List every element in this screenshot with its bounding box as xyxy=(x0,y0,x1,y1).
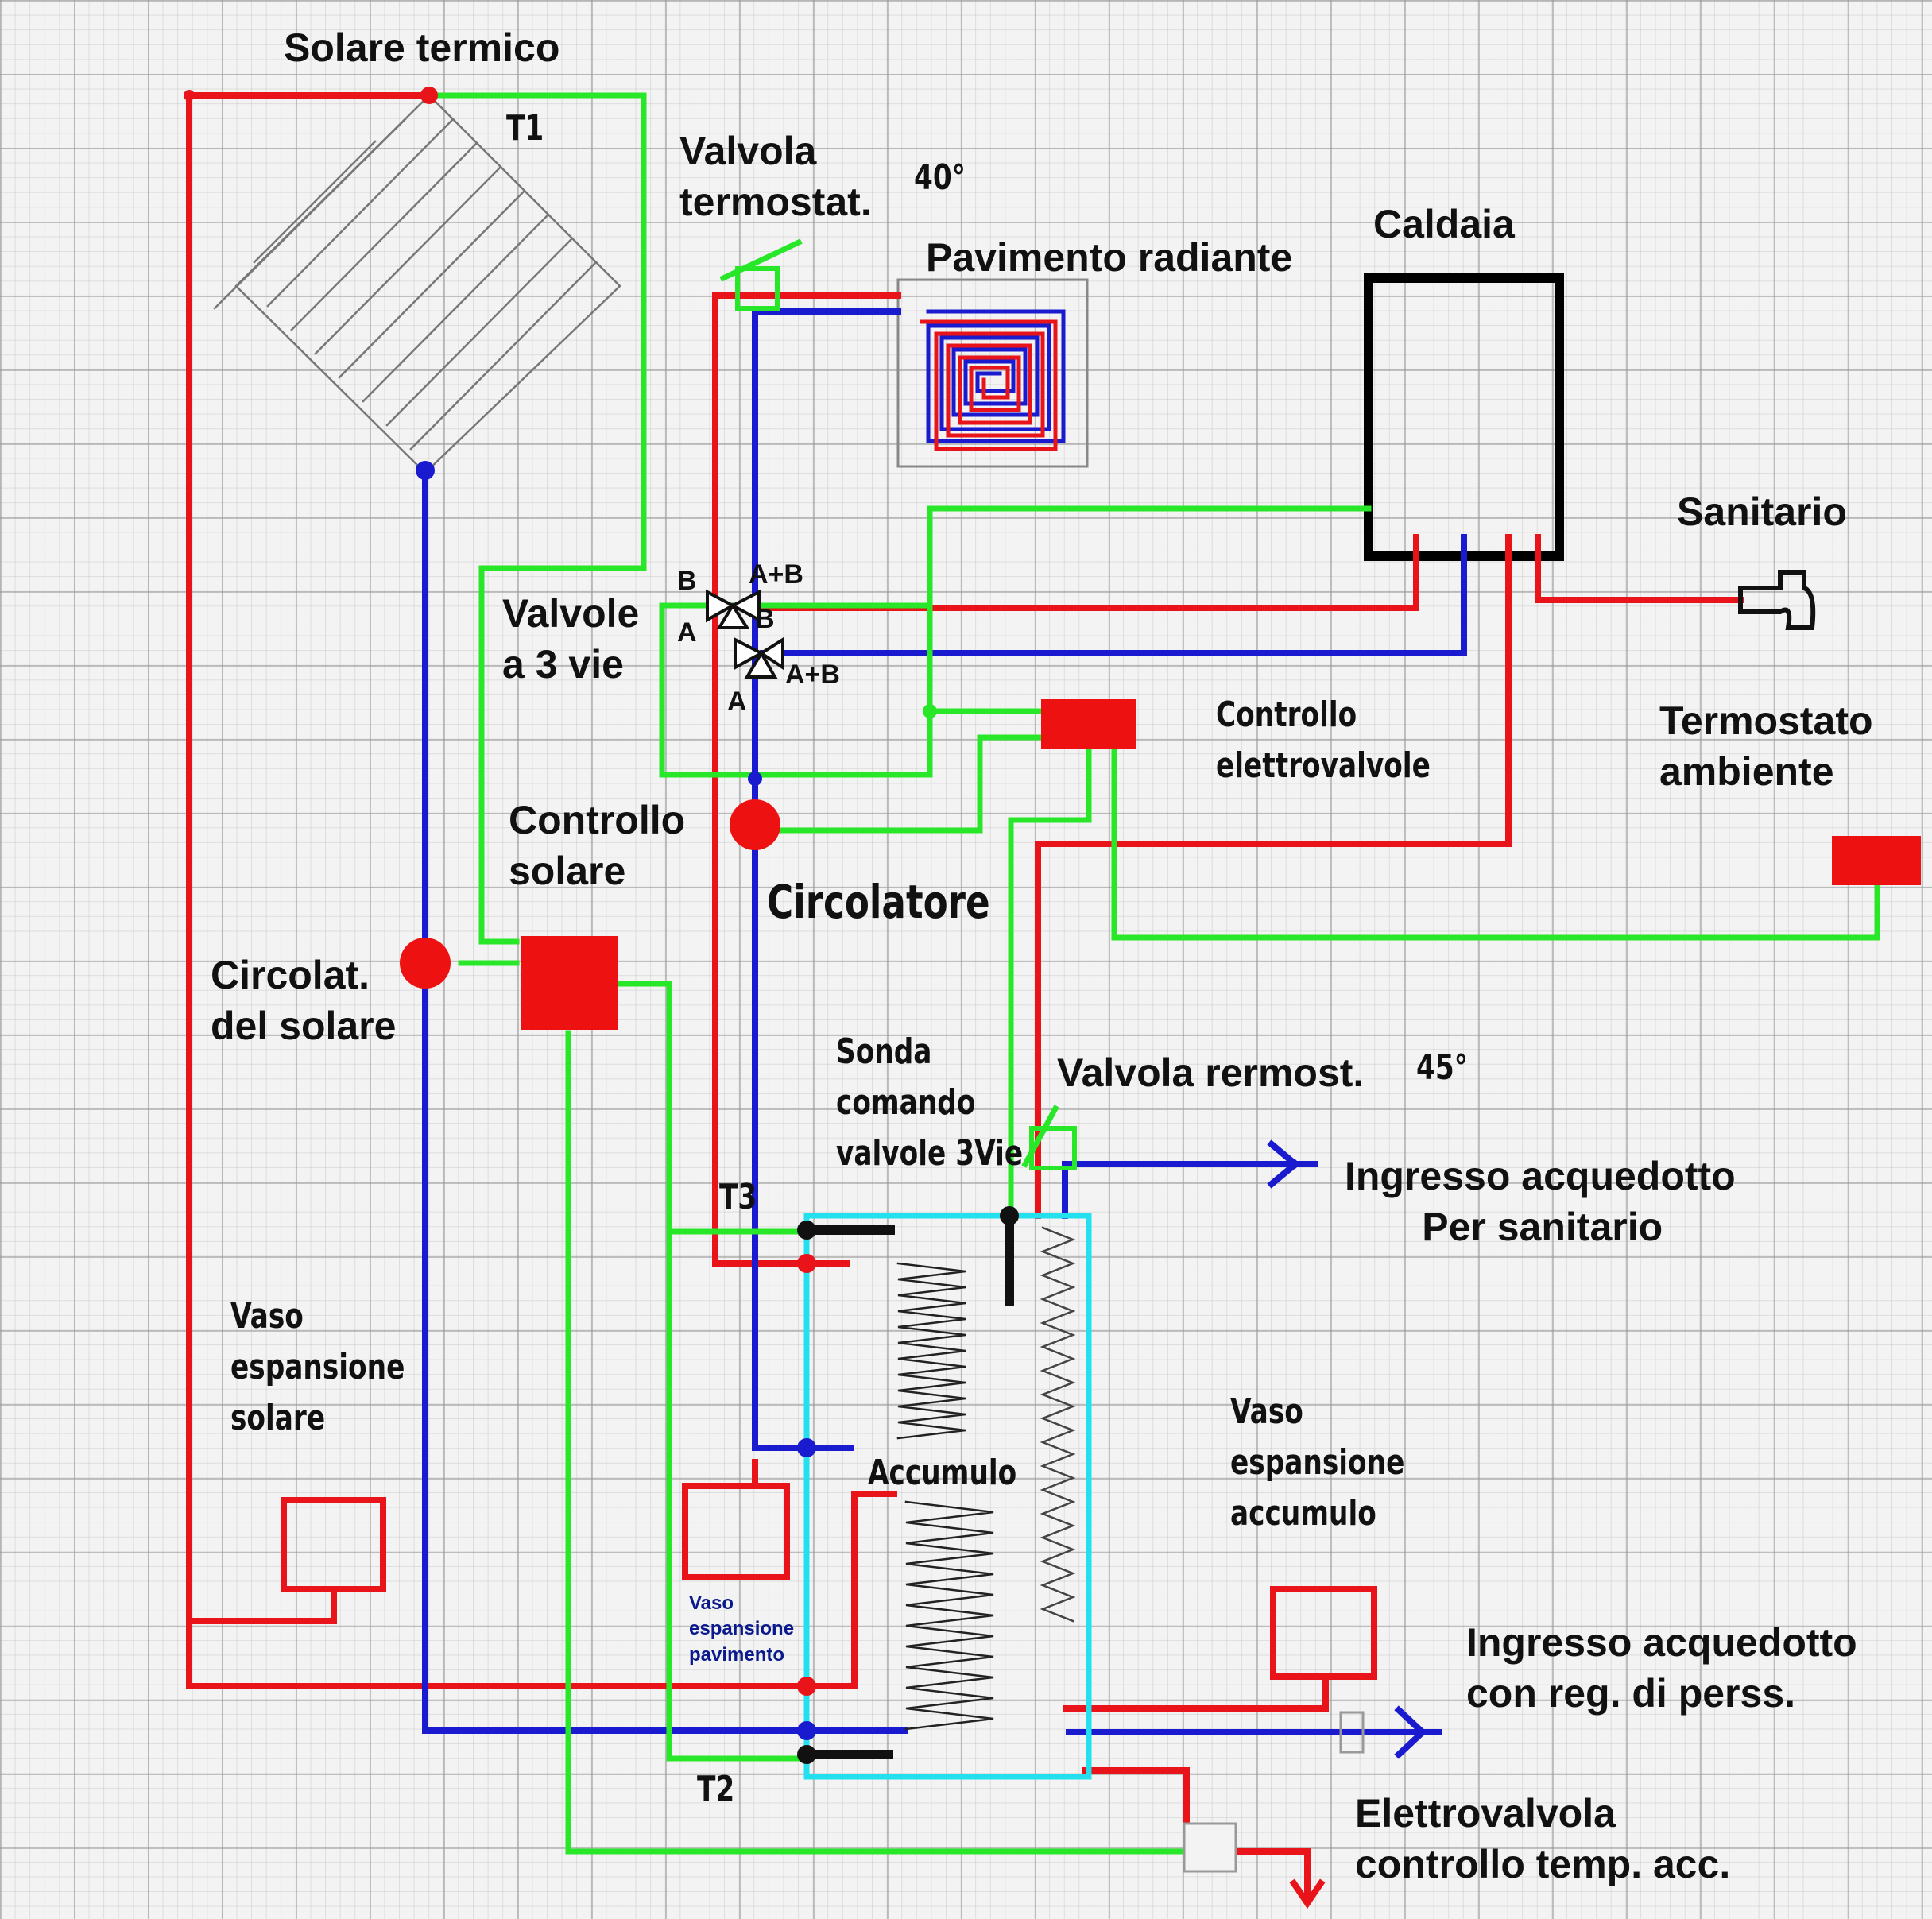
label-termostato-ambiente: Termostato ambiente xyxy=(1659,698,1873,794)
label-port-b-bottom: B xyxy=(755,604,775,634)
electro-valve-controller xyxy=(1041,699,1136,749)
label-controllo-elettrovalvole: Controllo elettrovalvole xyxy=(1216,694,1431,786)
label-ingresso-sanitario: Ingresso acquedotto Per sanitario xyxy=(1345,1154,1736,1249)
expansion-vessel-floor xyxy=(682,1483,790,1580)
room-thermostat xyxy=(1832,836,1921,885)
label-t3: T3 xyxy=(719,1177,757,1217)
label-caldaia: Caldaia xyxy=(1373,202,1515,246)
label-port-ab-bottom: A+B xyxy=(785,660,840,690)
thermostatic-valve-45 xyxy=(1029,1126,1077,1170)
label-port-ab-top: A+B xyxy=(749,559,803,590)
label-circolatore: Circolatore xyxy=(767,875,990,929)
label-sonda: Sonda comando valvole 3Vie xyxy=(836,1031,1024,1174)
hot-pipes xyxy=(186,92,1744,1909)
expansion-vessel-solar xyxy=(281,1497,386,1592)
label-accumulo: Accumulo xyxy=(868,1453,1017,1493)
label-valvole-3-vie: Valvole a 3 vie xyxy=(502,591,640,687)
pressure-regulator xyxy=(1339,1711,1365,1754)
boiler xyxy=(1364,273,1564,561)
label-port-a-bottom: A xyxy=(727,687,747,717)
label-t2: T2 xyxy=(697,1769,735,1809)
solar-collector xyxy=(213,94,621,474)
cold-pipes xyxy=(422,308,1467,1759)
three-way-valve-bottom xyxy=(734,636,784,679)
label-port-b-top: B xyxy=(677,566,697,596)
label-vaso-solare: Vaso espansione solare xyxy=(230,1296,405,1438)
three-way-valve-top xyxy=(706,589,761,629)
label-elettrovalvola: Elettrovalvola controllo temp. acc. xyxy=(1355,1791,1731,1886)
label-t1: T1 xyxy=(506,108,544,149)
storage-tank xyxy=(802,1211,1092,1780)
label-sanitario: Sanitario xyxy=(1677,489,1847,534)
solar-controller xyxy=(521,936,618,1030)
label-ingresso-reg: Ingresso acquedotto con reg. di perss. xyxy=(1466,1620,1857,1716)
label-port-a-top: A xyxy=(677,617,697,648)
electro-valve xyxy=(1183,1822,1237,1873)
label-valvola-termostat: Valvola termostat. xyxy=(679,129,872,224)
label-controllo-solare: Controllo solare xyxy=(509,798,686,893)
label-45-degrees: 45° xyxy=(1416,1047,1468,1088)
components xyxy=(184,87,1921,1764)
faucet-icon xyxy=(1738,570,1816,630)
label-vaso-pavimento: Vaso espansione pavimento xyxy=(689,1592,795,1666)
label-solare-termico: Solare termico xyxy=(284,25,560,70)
circulator xyxy=(730,799,780,850)
floor-heating-panel xyxy=(896,278,1089,468)
expansion-vessel-tank xyxy=(1270,1586,1377,1680)
label-valvola-rermost: Valvola rermost. xyxy=(1057,1050,1365,1095)
thermostatic-valve-40 xyxy=(735,266,780,311)
solar-circulator xyxy=(400,938,451,989)
label-40-degrees: 40° xyxy=(914,157,966,198)
label-vaso-accumulo: Vaso espansione accumulo xyxy=(1230,1391,1405,1534)
label-circolat-solare: Circolat. del solare xyxy=(211,953,397,1048)
signal-wires xyxy=(426,92,1880,1855)
label-pavimento-radiante: Pavimento radiante xyxy=(926,235,1293,280)
